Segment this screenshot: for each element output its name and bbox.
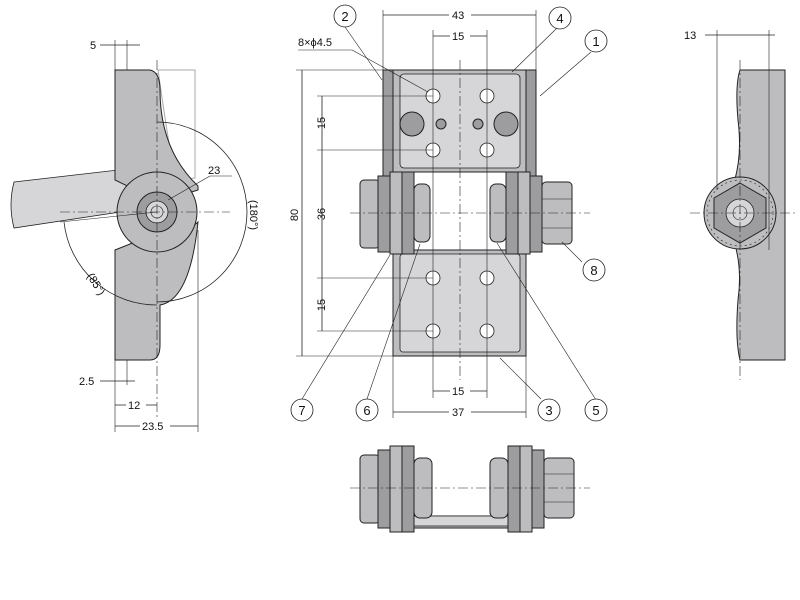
balloon-leader-2: [344, 26, 383, 81]
balloon-circle: [355, 398, 379, 422]
lower-pitch-label: 15: [316, 299, 328, 311]
label-bg: [449, 404, 471, 418]
offset-label: 2.5: [79, 376, 94, 388]
balloon-leader-7: [301, 254, 391, 400]
middle-pitch-label: 36: [316, 208, 328, 220]
body-top: [114, 69, 199, 203]
bottom-right-plate: [507, 445, 521, 533]
bottom-left-cap: [359, 454, 381, 524]
balloon-leader-5: [496, 242, 597, 401]
balloon-circle: [584, 29, 608, 53]
balloon-leader-8: [561, 241, 583, 263]
balloon-circle: [333, 4, 357, 28]
right-side-view: 13: [684, 30, 795, 380]
balloon-circle: [537, 398, 561, 422]
label-bg: [140, 418, 170, 432]
close-angle-arc: [63, 221, 158, 306]
large-hole-right: [493, 111, 519, 137]
large-hole-left: [399, 111, 425, 137]
balloon-circle: [584, 398, 608, 422]
front-height-label: 80: [289, 209, 301, 221]
label-bg: [449, 7, 471, 21]
balloon-leader-3: [499, 357, 542, 400]
label-bg: [126, 397, 146, 411]
bottom-right-washer: [531, 449, 545, 529]
label-bg: [450, 28, 470, 42]
right-knuckle-washer: [529, 175, 543, 253]
balloon-number: 3: [545, 403, 552, 418]
left-side-view: 23 (180°) (85°) 5 2.5 12 23.5: [10, 40, 259, 433]
open-angle-arc: [156, 121, 248, 303]
balloon-number: 1: [592, 34, 599, 49]
lever-arm: [10, 169, 129, 229]
label-bg: [450, 383, 470, 397]
hole-spec-leader: [351, 49, 429, 93]
open-angle-label: (180°): [247, 200, 259, 230]
bottom-left-plate: [389, 445, 403, 533]
front-width-top-label: 43: [452, 10, 464, 22]
bottom-right-plate: [519, 445, 533, 533]
balloon-number: 4: [556, 11, 563, 26]
left-knuckle-washer: [377, 175, 391, 253]
balloon-number: 6: [363, 403, 370, 418]
pin-center-label: 12: [128, 400, 140, 412]
balloon-8: 8: [582, 258, 606, 282]
balloon-7: 7: [290, 398, 314, 422]
upper-pitch-label: 15: [316, 117, 328, 129]
front-pitch-bottom-label: 15: [452, 386, 464, 398]
balloon-4: 4: [548, 6, 572, 30]
left-knuckle-outer: [359, 179, 381, 249]
bottom-view: [350, 445, 590, 533]
small-hole: [472, 118, 484, 130]
balloon-number: 8: [590, 263, 597, 278]
small-hole: [435, 118, 447, 130]
front-view: 43 15 8×ϕ4.5 80 15 36 15 15 37: [289, 4, 608, 422]
balloon-2: 2: [333, 4, 357, 28]
balloon-leader-1: [539, 51, 592, 97]
close-angle-label: (85°): [84, 271, 107, 298]
pin-diameter-label: 23: [208, 165, 220, 177]
front-pitch-top-label: 15: [452, 31, 464, 43]
balloon-leader-4: [511, 27, 558, 73]
balloon-5: 5: [584, 398, 608, 422]
total-width-label: 23.5: [142, 421, 163, 433]
balloon-6: 6: [355, 398, 379, 422]
balloon-leader-6: [366, 243, 421, 400]
balloon-number: 7: [298, 403, 305, 418]
bottom-left-plate: [401, 445, 415, 533]
balloon-circle: [582, 258, 606, 282]
right-offset-label: 13: [684, 30, 696, 42]
balloon-circle: [548, 6, 572, 30]
diameter-leader: [167, 175, 211, 201]
balloon-number: 2: [341, 9, 348, 24]
top-thickness-label: 5: [90, 40, 96, 52]
balloon-number: 5: [592, 403, 599, 418]
balloon-3: 3: [537, 398, 561, 422]
closed-angle-line: [59, 211, 158, 223]
balloon-1: 1: [584, 29, 608, 53]
balloon-circle: [290, 398, 314, 422]
front-width-bottom-label: 37: [452, 407, 464, 419]
hole-spec-label: 8×ϕ4.5: [298, 37, 332, 49]
bottom-left-washer: [377, 449, 391, 529]
